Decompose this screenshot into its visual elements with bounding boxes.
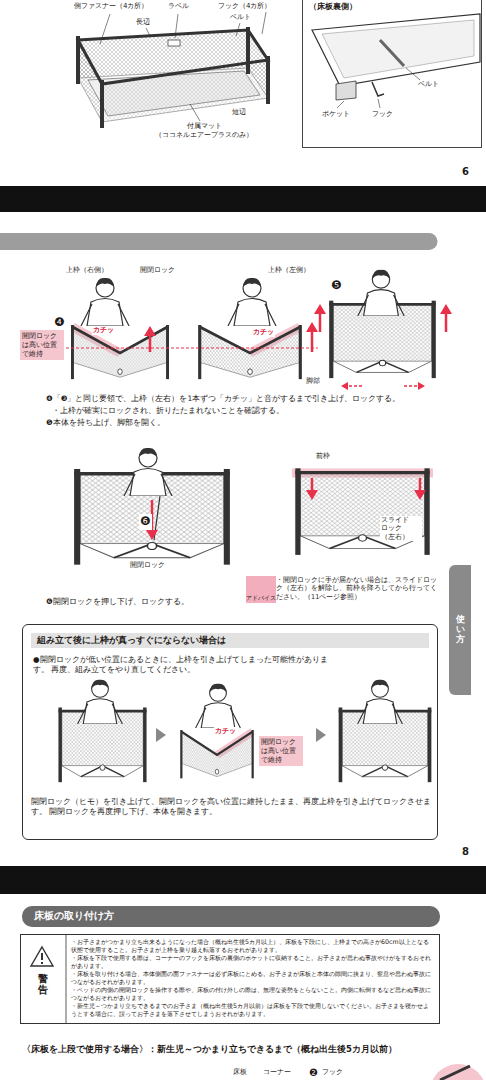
warning-text: ・新生児～つかまり立ちできるまでのお子さま（概ね出生後5カ月以前）は床板を下段で…: [71, 1002, 433, 1018]
step-text: ❻開閉ロックを押し下げ、ロックする。: [46, 597, 189, 607]
panel-text: ●開閉ロックが低い位置にあるときに、上枠を引き上げてしまった可能性があります。 …: [33, 655, 338, 675]
step-text: ・上枠が確実にロックされ、折りたたまれないことを確認する。: [52, 406, 442, 416]
part-label: フック: [372, 110, 393, 119]
part-label: スライド ロック （左右）: [380, 516, 422, 541]
warning-text: ・床板を取り付ける場合、本体側面の面ファスナーは必ず床板にとめる。お子さまが床板…: [71, 970, 433, 986]
page-number: 8: [462, 845, 469, 858]
part-label: 開閉ロック: [140, 266, 175, 275]
part-label: 上枠（左側）: [268, 266, 310, 275]
panel-heading: 組み立て後に上枠が真っすぐにならない場合は: [31, 633, 429, 648]
warning-text: ・お子さまがつかまり立ち出来るようになった場合（概ね出生後5カ月以上）、床板を下…: [71, 938, 433, 954]
icon-text: アドバイス: [246, 595, 276, 602]
part-label: 開閉ロック: [130, 561, 165, 570]
part-label: 床板: [233, 1068, 247, 1077]
note-box: 開閉ロックは高い位置で維持: [20, 330, 64, 360]
fix-figures: [58, 680, 431, 782]
warning-icon: [31, 935, 66, 1023]
part-label: 前枠: [316, 452, 330, 461]
panel-text: 開閉ロック（ヒモ）を引き上げて、開閉ロックを高い位置に維持したまま、再度上枠を引…: [31, 797, 431, 817]
part-label: コーナー: [263, 1068, 291, 1077]
sound-label: カチッ: [92, 326, 115, 335]
part-label: 短辺: [232, 108, 246, 117]
part-label: ポケット: [322, 110, 350, 119]
sound-label: カチッ: [252, 328, 275, 337]
note-box: 開閉ロックは高い位置で維持: [259, 736, 303, 766]
part-label: フック（4カ所）: [218, 2, 271, 11]
step6-figures: [74, 448, 433, 565]
warning-text: 警告: [38, 973, 48, 995]
section-header: 床板の取り付け方: [22, 906, 440, 927]
part-label: ベルト: [418, 80, 439, 89]
part-label: 長辺: [136, 18, 150, 27]
tab-text: 使い方: [456, 615, 465, 645]
note-text: 開閉ロックは高い位置で維持: [261, 738, 301, 764]
page-number: 6: [462, 165, 469, 178]
note-text: 開閉ロックは高い位置で維持: [22, 332, 62, 358]
advice-icon: アドバイス: [246, 576, 276, 603]
step-text: ❹「❸」と同じ要領で、上枠（左右）を1本ずつ「カチッ」と音がするまで引き上げ、ロ…: [46, 394, 446, 404]
page-separator: [0, 186, 486, 894]
callout-number: ❻: [139, 514, 152, 530]
section-subheading: 〈床板を上段で使用する場合〉：新生児～つかまり立ちできるまで（概ね出生後5カ月以…: [22, 1044, 466, 1055]
warning-text: ・床板を下段で使用する際は、コーナーのフックを床板の裏側のポケットに収納すること…: [71, 954, 433, 970]
part-label: 側ファスナー（4カ所）: [74, 2, 148, 11]
step-figures: [66, 270, 452, 390]
header-text: 床板の取り付け方: [34, 909, 428, 923]
callout-number: ❷: [309, 1066, 318, 1079]
sound-label: カチッ: [214, 727, 237, 736]
header-bar: [0, 233, 438, 250]
heading-text: 組み立て後に上枠が真っすぐにならない場合は: [37, 635, 423, 646]
playpen-figure: [78, 12, 268, 128]
part-label: 付属マット （ココネルエアープラスのみ）: [148, 122, 260, 140]
callout-number: ❺: [331, 278, 342, 294]
part-label: ベルト: [230, 13, 251, 22]
warning-text: ・ベッドの内側の開閉ロックを操作する際や、床板の付け外しの際は、無理な姿勢をとら…: [71, 986, 433, 1002]
step-text: ❺本体を持ち上げ、脚部を開く。: [46, 418, 436, 428]
side-tab: 使い方: [449, 565, 471, 695]
inset-box: （床板裏側）: [302, 0, 482, 148]
part-label: ラベル: [168, 2, 189, 11]
corner-figure: [430, 1064, 486, 1080]
part-label: 脚部: [306, 377, 320, 386]
inset-heading: （床板裏側）: [309, 2, 475, 12]
floorboard-underside: [312, 14, 480, 108]
part-label: フック: [322, 1068, 343, 1077]
warning-box: 警告 ・お子さまがつかまり立ち出来るようになった場合（概ね出生後5カ月以上）、床板…: [20, 934, 440, 1024]
part-label: 上枠（右側）: [66, 266, 108, 275]
callout-number: ❹: [54, 315, 65, 331]
advice-text: ・開閉ロックに手が届かない場合は、スライドロック（左右）を解除し、前枠を降ろして…: [276, 576, 438, 601]
